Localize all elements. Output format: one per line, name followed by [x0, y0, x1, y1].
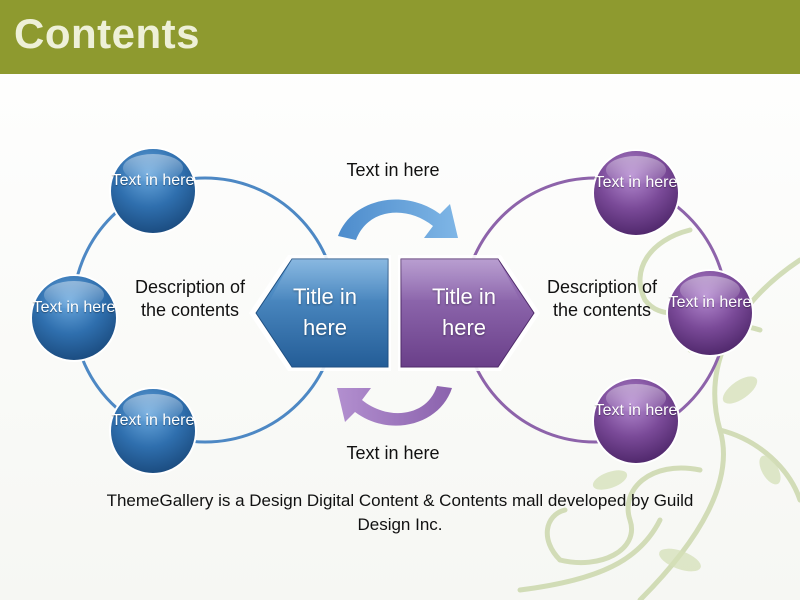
- left-description: Description of the contents: [134, 277, 246, 320]
- footer-caption: ThemeGallery is a Design Digital Content…: [106, 491, 694, 534]
- left-title-hexagon: [249, 255, 391, 371]
- slide-title: Contents: [14, 10, 200, 57]
- right-title-hexagon: [398, 255, 540, 371]
- left-title-text: Title in here: [293, 284, 357, 340]
- left-circle-top: [109, 147, 197, 235]
- right-circle-middle-text: Text in here: [668, 294, 752, 311]
- right-circle-top: [592, 149, 680, 237]
- right-circle-top-text: Text in here: [594, 174, 678, 191]
- title-bar: Contents: [0, 0, 800, 74]
- bottom-curved-arrow: [337, 386, 452, 426]
- right-circle-bottom-text: Text in here: [594, 402, 678, 419]
- top-arrow-label: Text in here: [346, 160, 440, 180]
- right-circle-middle: [666, 269, 754, 357]
- bottom-arrow-label: Text in here: [346, 443, 440, 463]
- left-circle-middle: [30, 274, 118, 362]
- right-title-text: Title in here: [432, 284, 496, 340]
- right-description: Description of the contents: [546, 277, 658, 320]
- left-circle-bottom-text: Text in here: [111, 412, 195, 429]
- left-circle-middle-text: Text in here: [32, 299, 116, 316]
- right-circle-bottom: [592, 377, 680, 465]
- top-curved-arrow: [338, 199, 458, 240]
- left-circle-top-text: Text in here: [111, 172, 195, 189]
- left-circle-bottom: [109, 387, 197, 475]
